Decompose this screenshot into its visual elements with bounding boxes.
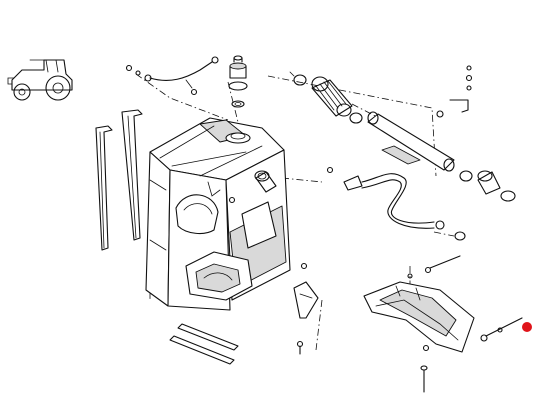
- sensor-clip-bracket: [436, 65, 473, 118]
- mounting-bolts: [407, 255, 523, 393]
- fuel-tank: [145, 117, 291, 311]
- support-bracket: [293, 262, 319, 355]
- fuel-line: [326, 166, 466, 241]
- skid-plate: [363, 281, 475, 353]
- breather-hose: [289, 71, 516, 202]
- tractor-icon: [7, 59, 73, 101]
- tank-strap-left: [95, 125, 113, 251]
- filler-neck: [254, 170, 277, 193]
- rubber-pads: [169, 323, 239, 365]
- tank-strap-right: [121, 109, 143, 241]
- fuel-cap-assembly: [228, 55, 248, 108]
- sender-cable: [125, 56, 219, 96]
- highlight-marker: [522, 322, 532, 332]
